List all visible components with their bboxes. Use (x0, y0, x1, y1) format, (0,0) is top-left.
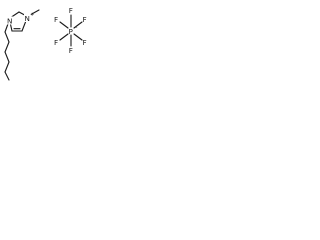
atom-f-bottom: F (69, 46, 73, 55)
bond-p-f-lower-right (73, 33, 83, 41)
bond-chain-3 (4, 41, 10, 53)
bond-p-f-upper-left (59, 21, 69, 29)
imidazolium-cation: N + N (4, 9, 40, 81)
bond-chain-4 (4, 51, 10, 63)
atom-n1: N (25, 14, 30, 23)
atom-p: P (69, 27, 74, 36)
bond-chain-6 (4, 71, 10, 81)
bond-chain-2 (4, 31, 10, 43)
atom-f-lower-left: F (54, 38, 58, 47)
hexafluorophosphate-anion: P − F F F F F F (54, 6, 87, 55)
atom-f-upper-left: F (54, 15, 58, 24)
atom-f-upper-right: F (83, 15, 87, 24)
bond-chain-5 (4, 61, 10, 73)
atom-f-lower-right: F (83, 38, 87, 47)
bond-n1-methyl (29, 9, 40, 16)
atom-n3: N (7, 17, 12, 26)
charge-p: − (74, 25, 78, 31)
bond-p-f-upper-right (73, 21, 83, 29)
chemical-structure: N + N P − F F F F F F (4, 6, 87, 81)
charge-n1: + (30, 12, 34, 18)
bond-p-f-lower-left (59, 33, 69, 41)
bond-c5-n1 (21, 21, 27, 32)
atom-f-top: F (69, 6, 73, 15)
